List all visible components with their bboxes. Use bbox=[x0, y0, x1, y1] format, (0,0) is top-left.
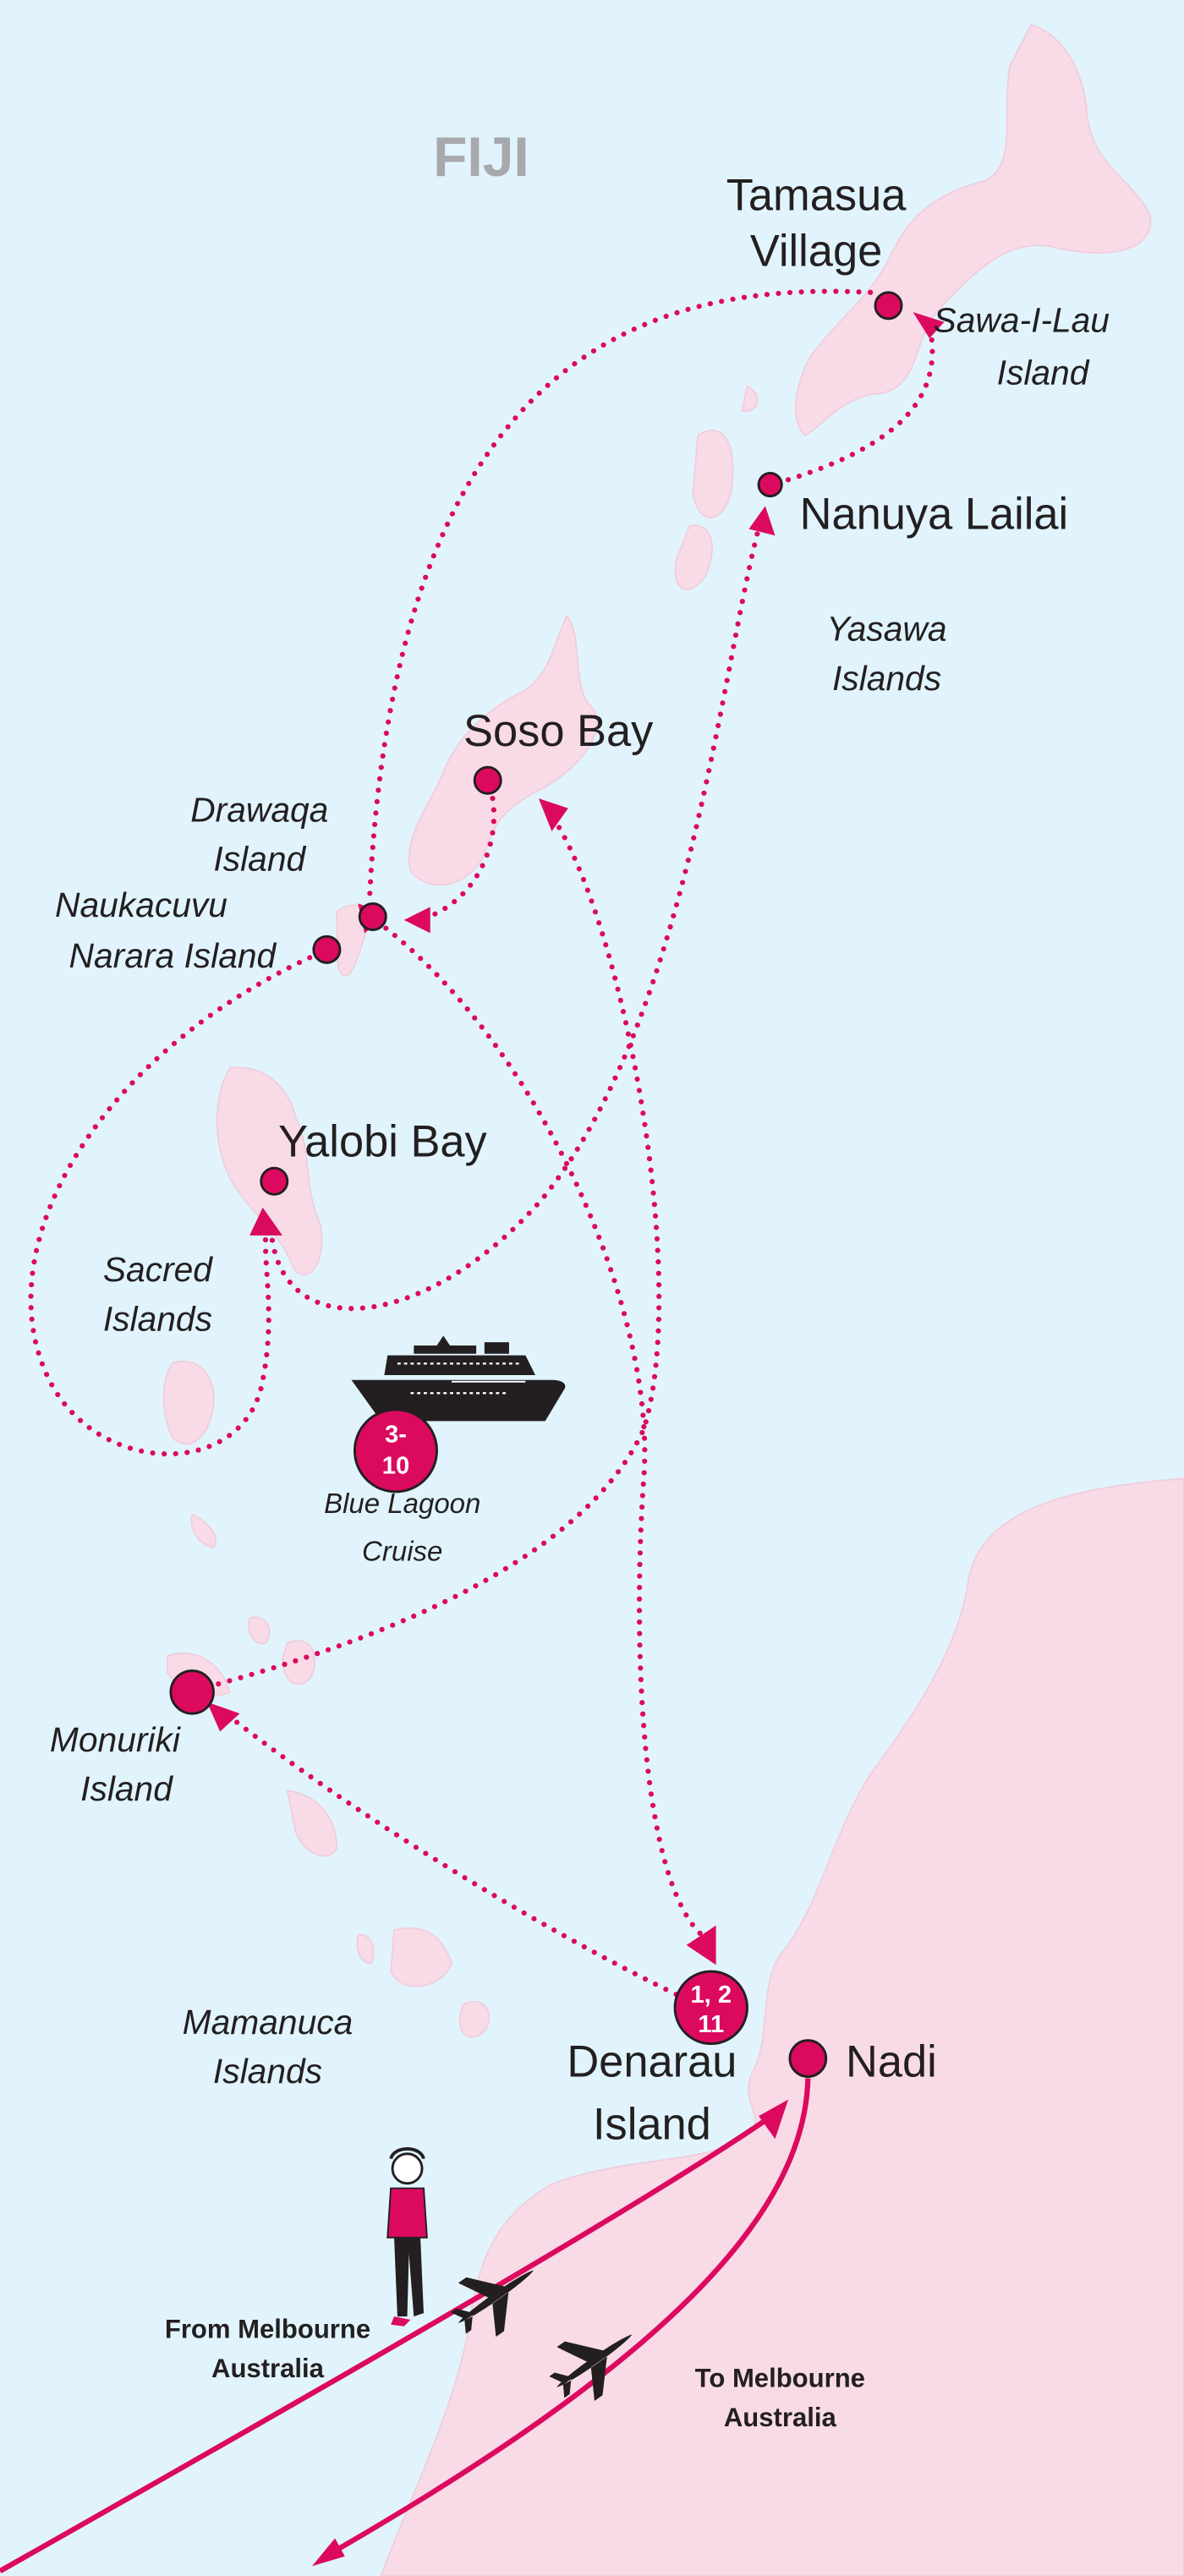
sacred-isle-1 bbox=[162, 1360, 215, 1445]
arrow-soso bbox=[538, 798, 568, 831]
mamanuca-isle-1 bbox=[282, 1640, 316, 1685]
arrow-nadi bbox=[759, 2099, 789, 2140]
to-melbourne-label: To Melbourne bbox=[695, 2364, 865, 2393]
arrow-monuriki bbox=[206, 1702, 240, 1732]
denarau-badge[interactable] bbox=[673, 1970, 748, 2046]
nanuya-label: Nanuya Lailai bbox=[800, 491, 1069, 540]
yasawa-label: Islands bbox=[832, 659, 941, 698]
flight-from-melbourne bbox=[0, 2113, 774, 2573]
arrow-to-melbourne bbox=[311, 2538, 345, 2567]
denarau-badge-text: 1, 2 bbox=[690, 1981, 732, 2009]
labels: FIJI Tamasua Village Sawa-I-Lau Island N… bbox=[50, 125, 1110, 2432]
route-drawaqa-denarau bbox=[383, 925, 710, 1942]
mamanuca-label: Islands bbox=[213, 2052, 322, 2091]
cruise-badge[interactable] bbox=[353, 1408, 438, 1494]
route-yalobi-nanuya bbox=[268, 519, 764, 1312]
flight-to-melbourne bbox=[326, 2078, 811, 2557]
denarau-badge-text: 11 bbox=[698, 2011, 724, 2038]
soso-marker[interactable] bbox=[473, 765, 502, 795]
nanuya-marker[interactable] bbox=[757, 472, 783, 498]
cruise-ship-icon bbox=[351, 1335, 566, 1422]
arrow-drawaqa-2 bbox=[403, 907, 430, 934]
airplane-icon bbox=[549, 2334, 633, 2401]
yasawa-label: Yasawa bbox=[827, 610, 947, 649]
arrow-yalobi bbox=[249, 1207, 282, 1236]
denarau-label: Denarau bbox=[567, 2037, 737, 2086]
tamasua-label: Tamasua bbox=[726, 172, 907, 221]
soso-label: Soso Bay bbox=[463, 707, 654, 756]
monuriki-label: Island bbox=[80, 1769, 173, 1808]
route-soso-drawaqa bbox=[416, 795, 496, 923]
naukacuvu-marker[interactable] bbox=[312, 934, 342, 964]
route-monuriki-soso bbox=[216, 810, 662, 1687]
from-melbourne-label: Australia bbox=[211, 2354, 325, 2383]
airplane-icon bbox=[450, 2270, 534, 2338]
nadi-marker[interactable] bbox=[788, 2039, 828, 2078]
route-denarau-monuriki bbox=[227, 1713, 689, 2003]
cruise-label: Cruise bbox=[362, 1535, 442, 1566]
yasawa-north bbox=[794, 23, 1152, 436]
route-naukacuvu-yalobi bbox=[28, 950, 323, 1457]
flight-routes bbox=[0, 2078, 811, 2573]
route-nanuya-sawa bbox=[785, 322, 935, 483]
tamasua-marker[interactable] bbox=[874, 291, 903, 321]
sawa-label: Island bbox=[997, 354, 1090, 392]
monuriki-label: Monuriki bbox=[50, 1720, 181, 1759]
nadi-label: Nadi bbox=[846, 2037, 937, 2086]
cruise-label: Blue Lagoon bbox=[324, 1488, 480, 1519]
denarau-label: Island bbox=[593, 2100, 711, 2149]
traveller-figure-icon bbox=[386, 2146, 428, 2327]
mamanuca-isle-2 bbox=[248, 1616, 271, 1645]
yalobi-marker[interactable] bbox=[260, 1166, 289, 1196]
from-melbourne-label: From Melbourne bbox=[165, 2314, 370, 2343]
mamanuca-label: Mamanuca bbox=[183, 2003, 354, 2042]
mamanuca-isle-5 bbox=[356, 1933, 375, 1965]
naviti-island bbox=[408, 614, 598, 886]
mamanuca-isle-6 bbox=[458, 2000, 491, 2038]
arrow-denarau bbox=[686, 1925, 716, 1965]
drawaqa-label: Island bbox=[213, 840, 306, 879]
cruise-badge-text: 3- bbox=[385, 1422, 407, 1449]
arrow-sawa bbox=[913, 312, 945, 339]
sacred-label: Islands bbox=[103, 1299, 212, 1338]
drawaqa-marker[interactable] bbox=[358, 902, 387, 931]
cruise-routes bbox=[28, 288, 945, 2003]
sacred-isle-2 bbox=[190, 1513, 217, 1549]
naukacuvu-label: Naukacuvu bbox=[55, 885, 227, 924]
sacred-label: Sacred bbox=[103, 1250, 213, 1289]
drawaqa-label: Drawaqa bbox=[190, 790, 328, 829]
sawa-label: Sawa-I-Lau bbox=[934, 300, 1110, 339]
monuriki-marker[interactable] bbox=[169, 1669, 215, 1715]
map-title: FIJI bbox=[433, 125, 529, 188]
arrow-nanuya bbox=[748, 506, 776, 536]
tamasua-label: Village bbox=[750, 227, 882, 277]
yasawa-south bbox=[674, 524, 713, 590]
nanuya-island bbox=[692, 430, 734, 518]
stop-markers bbox=[169, 291, 903, 2078]
yalobi-label: Yalobi Bay bbox=[278, 1118, 487, 1167]
yasawa-islet bbox=[741, 385, 759, 412]
cruise-badge-text: 10 bbox=[382, 1453, 409, 1480]
to-melbourne-label: Australia bbox=[724, 2403, 837, 2432]
naukacuvu-label: Narara Island bbox=[69, 936, 277, 975]
mamanuca-isle-3 bbox=[286, 1789, 338, 1857]
mamanuca-isle-4 bbox=[390, 1927, 453, 1987]
